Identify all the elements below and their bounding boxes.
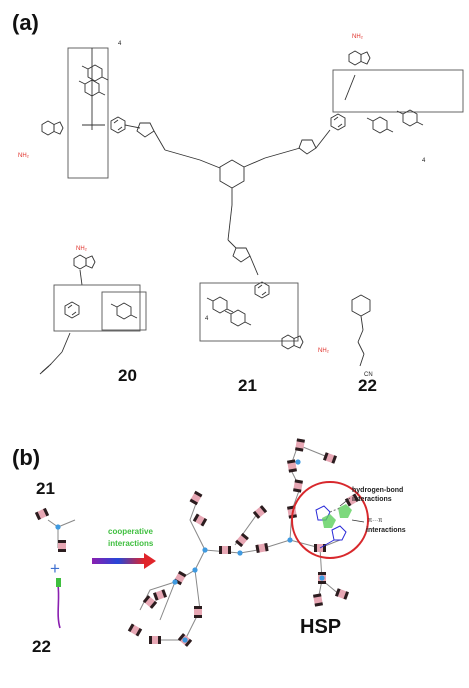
- hbond-label-line-2: interactions: [352, 496, 392, 503]
- pillararene-box-top-right: [332, 69, 464, 113]
- interaction-zoom-circle: [291, 481, 369, 559]
- triazole-top-left: [136, 122, 155, 138]
- repeat-n-top-right: 4: [422, 158, 426, 164]
- panel-a-label: (a): [12, 10, 39, 35]
- core-benzene: [219, 157, 266, 205]
- arm-top-left: 4 NH₂: [18, 41, 221, 179]
- compound-22-structure: CN: [351, 294, 373, 378]
- amine-label-left: NH₂: [18, 153, 30, 159]
- triazole-top-right: [298, 139, 317, 155]
- nitrile-label: CN: [364, 372, 373, 378]
- left-label-22: 22: [32, 637, 51, 656]
- left-label-21: 21: [36, 479, 55, 498]
- compound-20-structure: NH₂: [39, 246, 147, 375]
- compound-label-22: 22: [358, 376, 377, 395]
- compound-label-20: 20: [118, 366, 137, 385]
- cooperative-arrow: [92, 553, 156, 569]
- arm-top-right: 4 NH₂: [264, 34, 464, 164]
- panel-b: (b) 21 + 22 cooperative interactions: [12, 438, 406, 656]
- arrow-label-line-1: cooperative: [108, 527, 153, 536]
- compound-label-21: 21: [238, 376, 257, 395]
- panel-a: (a) 4 NH₂: [12, 10, 464, 395]
- node-monomer-21: [55, 524, 61, 530]
- pillararene-box-20: [53, 284, 141, 332]
- arm-bottom: 4 NH₂: [199, 204, 330, 354]
- pipi-label-line-2: interactions: [366, 527, 406, 534]
- pipi-label-line-1: π···π: [368, 518, 382, 524]
- pillararene-box-bottom: [199, 282, 299, 342]
- hbond-label-line-1: hydrogen-bond: [352, 487, 403, 494]
- amine-label-top-right: NH₂: [352, 34, 364, 40]
- monomer-22: [56, 578, 61, 629]
- amine-label-bottom: NH₂: [318, 348, 330, 354]
- repeat-n-bottom: 4: [205, 316, 209, 322]
- repeat-n-top-left: 4: [118, 41, 122, 47]
- pillararene-box-top-left: [67, 47, 109, 179]
- amine-label-20: NH₂: [76, 246, 88, 252]
- panel-b-label: (b): [12, 445, 40, 470]
- arrow-label-line-2: interactions: [108, 539, 154, 548]
- plus-sign: +: [50, 559, 60, 578]
- network-nodes: [172, 459, 325, 643]
- monomer-21: [34, 507, 76, 552]
- product-label-hsp: HSP: [300, 616, 341, 638]
- triazole-bottom: [232, 247, 251, 263]
